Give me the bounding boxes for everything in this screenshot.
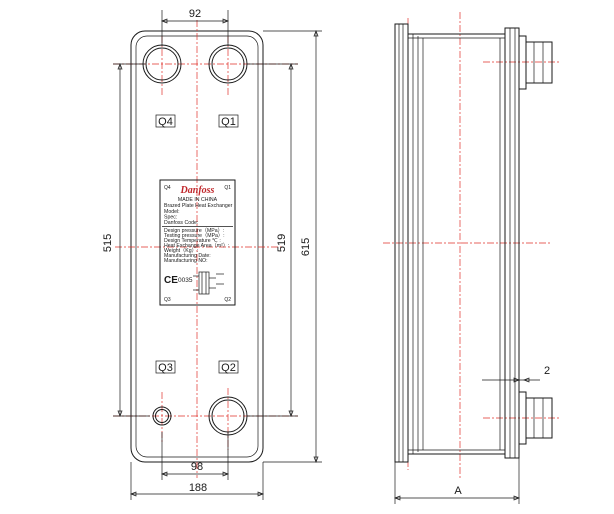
front-view: Q4 Q1 Q3 Q2 Q4 Q1 Danfoss MADE IN CHINA …	[113, 20, 298, 478]
nameplate-corner-q4: Q4	[164, 185, 171, 191]
dimension-519: 519	[247, 63, 298, 417]
side-plate-pack	[408, 33, 506, 455]
dimension-188: 188	[130, 462, 264, 500]
nameplate-manufacturing-no: Manufacturing NO:	[164, 258, 208, 264]
nameplate-corner-q3: Q3	[164, 297, 171, 303]
nameplate-code: Danfoss Code:	[164, 220, 198, 226]
ce-number: 0035	[178, 277, 193, 284]
q4-label: Q4	[158, 116, 173, 128]
dimension-98: 98	[161, 432, 229, 480]
nameplate-corner-q1: Q1	[224, 185, 231, 191]
q2-label: Q2	[221, 362, 236, 374]
nameplate-model: Model:	[164, 209, 180, 215]
dimension-2-label: 2	[544, 365, 550, 377]
q4-label-box	[155, 114, 176, 128]
dimension-615: 615	[263, 30, 322, 463]
nameplate-origin: MADE IN CHINA	[178, 197, 218, 203]
side-view	[383, 12, 560, 504]
nameplate-manufacturing-date: Manufacturing Date:	[164, 253, 211, 259]
dimension-519-label: 519	[276, 234, 288, 252]
ce-mark: CE	[164, 275, 178, 286]
side-front-cover	[394, 23, 409, 463]
dimension-2: 2	[482, 365, 550, 383]
dimension-188-label: 188	[189, 482, 207, 494]
side-back-cover	[504, 27, 520, 459]
q1-label-box	[218, 114, 239, 128]
nameplate-exchange-area: Heat Exchange Area（m²）:	[164, 242, 229, 249]
nameplate-weight: Weight（Kg）:	[164, 247, 198, 254]
nameplate-product: Brazed Plate Heat Exchanger	[164, 203, 233, 209]
nameplate-corner-q2: Q2	[224, 297, 231, 303]
dimension-92: 92	[161, 8, 229, 46]
dimension-98-label: 98	[191, 461, 203, 473]
side-bottom-connection	[518, 391, 553, 445]
q1-label: Q1	[221, 116, 236, 128]
danfoss-logo: Danfoss	[180, 185, 215, 196]
dimension-a: A	[394, 485, 520, 501]
nameplate-testing-pressure: Testing pressure（MPa）:	[164, 232, 225, 239]
dimension-615-label: 615	[300, 238, 312, 256]
port-q3	[152, 406, 172, 426]
nameplate-design-pressure: Design pressure（MPa）:	[164, 227, 224, 234]
flow-diagram-icon	[193, 271, 224, 295]
q3-label-box	[155, 360, 176, 374]
nameplate-spec: Spec:	[164, 215, 177, 221]
dimension-a-label: A	[454, 485, 462, 497]
q3-label: Q3	[158, 362, 173, 374]
nameplate-design-temperature: Design Temperature ℃ :	[164, 238, 221, 244]
dimension-515: 515	[102, 63, 150, 417]
dimension-92-label: 92	[189, 8, 201, 20]
nameplate: Q4 Q1 Danfoss MADE IN CHINA Brazed Plate…	[159, 179, 236, 306]
side-top-connection	[518, 35, 553, 90]
q2-label-box	[218, 360, 239, 374]
dimension-515-label: 515	[102, 234, 114, 252]
